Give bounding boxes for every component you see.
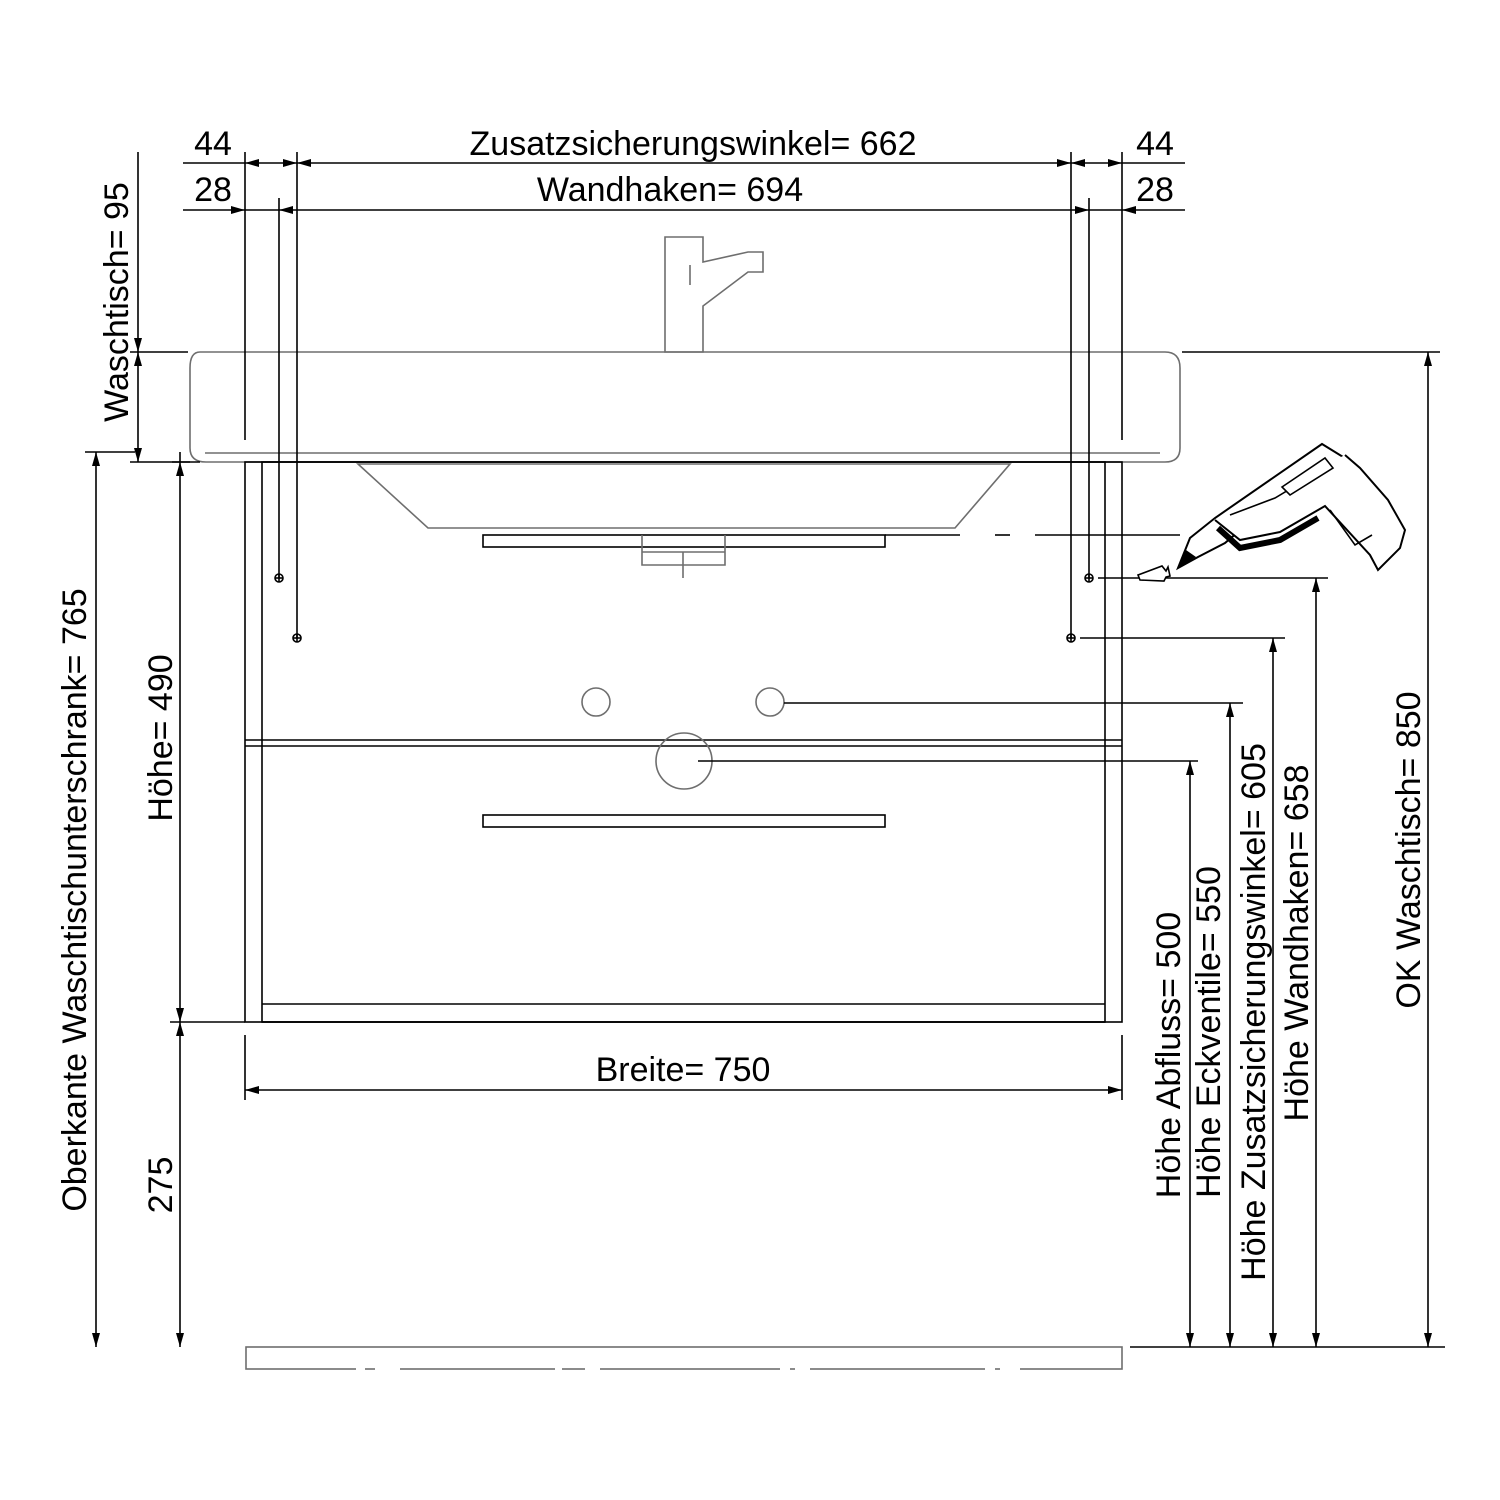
right-dimensions: Höhe Abfluss= 500 Höhe Eckventile= 550 H… (698, 351, 1445, 1348)
top-dimensions: 44 Zusatzsicherungswinkel= 662 44 28 Wan… (183, 125, 1185, 638)
valve-height-label: Höhe Eckventile= 550 (1190, 866, 1228, 1198)
cabinet-height-label: Höhe= 490 (142, 654, 180, 821)
faucet-icon (664, 236, 764, 353)
zusatz-right-offset-label: 44 (1136, 125, 1174, 163)
valve-hole-left (581, 687, 611, 717)
hook-height-label: Höhe Wandhaken= 658 (1278, 765, 1316, 1122)
lower-drawer-handle (482, 814, 886, 828)
zusatz-left-offset-label: 44 (194, 125, 232, 163)
basin-height-label: Waschtisch= 95 (98, 182, 136, 422)
width-dimension: Breite= 750 (244, 1035, 1123, 1100)
valve-hole-right (755, 687, 785, 717)
hook-right-offset-label: 28 (1136, 171, 1174, 209)
width-label: Breite= 750 (596, 1051, 771, 1089)
cabinet-top-label: Oberkante Waschtischunterschrank= 765 (56, 588, 94, 1211)
left-dimensions: Waschtisch= 95 Oberkante Waschtischunter… (56, 152, 245, 1347)
hook-width-label: Wandhaken= 694 (537, 171, 803, 209)
zusatz-width-label: Zusatzsicherungswinkel= 662 (470, 125, 917, 163)
floor-line (245, 1346, 1123, 1371)
floor-gap-label: 275 (142, 1157, 180, 1214)
drill-icon (1136, 442, 1407, 582)
washbasin (189, 351, 1181, 529)
bracket-height-label: Höhe Zusatzsicherungswinkel= 605 (1235, 743, 1273, 1281)
vanity-cabinet (244, 461, 1123, 1023)
mounting-points (274, 573, 1094, 643)
drain-height-label: Höhe Abfluss= 500 (1150, 912, 1188, 1198)
hook-left-offset-label: 28 (194, 171, 232, 209)
upper-drawer-handle (482, 534, 886, 548)
basin-top-height-label: OK Waschtisch= 850 (1390, 691, 1428, 1008)
